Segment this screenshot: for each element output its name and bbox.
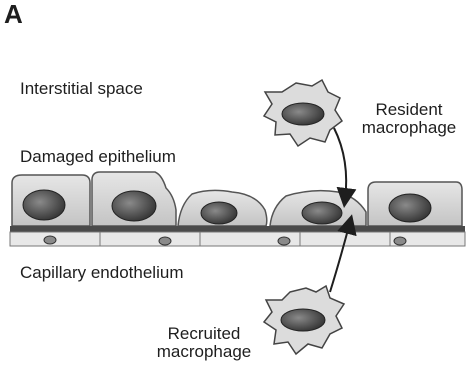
resident-macrophage-nucleus — [282, 103, 324, 125]
epithelial-nucleus-3 — [201, 202, 237, 224]
capillary-endothelium-label: Capillary endothelium — [20, 264, 183, 282]
resident-label-line1: Resident — [352, 101, 466, 119]
basement-membrane — [10, 226, 465, 232]
damaged-epithelium-label: Damaged epithelium — [20, 148, 176, 166]
epithelial-nucleus-1 — [23, 190, 65, 220]
endothelial-nucleus-2 — [159, 237, 171, 245]
recruited-label-line1: Recruited — [146, 325, 262, 343]
resident-macrophage-label: Resident macrophage — [352, 101, 466, 137]
recruited-macrophage-nucleus — [281, 309, 325, 331]
recruited-macrophage — [264, 286, 344, 354]
endothelial-nucleus-1 — [44, 236, 56, 244]
epithelial-nucleus-4 — [302, 202, 342, 224]
endothelial-nucleus-3 — [278, 237, 290, 245]
epithelial-nucleus-2 — [112, 191, 156, 221]
recruited-label-line2: macrophage — [146, 343, 262, 361]
resident-migration-arrow — [334, 128, 346, 200]
epithelial-nucleus-5 — [389, 194, 431, 222]
panel-label: A — [4, 1, 23, 28]
recruited-macrophage-label: Recruited macrophage — [146, 325, 262, 361]
epithelium-layer — [12, 172, 462, 226]
endothelium-layer — [10, 232, 465, 246]
interstitial-space-label: Interstitial space — [20, 80, 143, 98]
endothelial-nucleus-4 — [394, 237, 406, 245]
resident-label-line2: macrophage — [352, 119, 466, 137]
resident-macrophage — [264, 80, 342, 146]
